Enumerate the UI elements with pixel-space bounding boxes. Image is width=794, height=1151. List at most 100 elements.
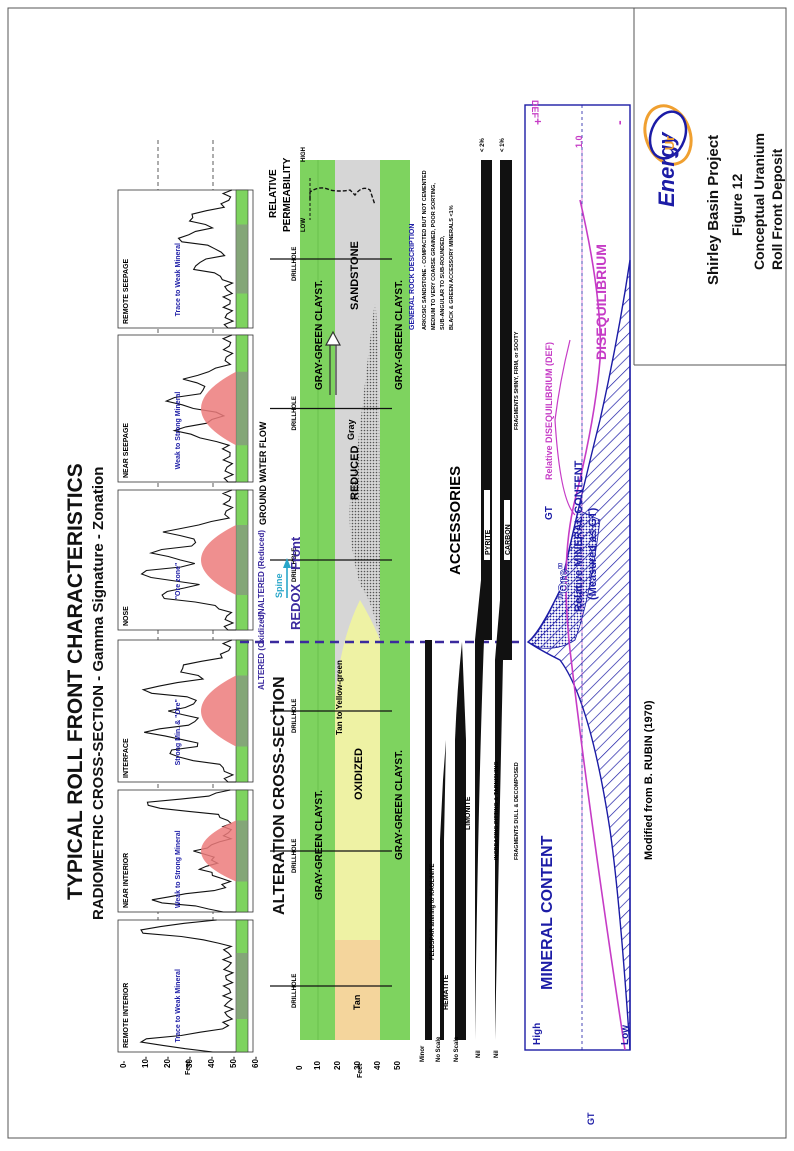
gray-label: Gray xyxy=(346,419,356,440)
alteration-section: GRAY-GREEN CLAYST. GRAY-GREEN CLAYST. GR… xyxy=(258,160,410,1078)
front-label: Front xyxy=(288,536,303,570)
gamma-panel-sand-strip-4 xyxy=(236,371,248,446)
section-tick-30: 30 xyxy=(353,1061,362,1070)
section-depth-unit: Feet xyxy=(357,1063,364,1078)
permeability-title1: RELATIVE xyxy=(268,169,279,218)
tan-label: Tan xyxy=(352,995,362,1010)
depth-tick-60: 60- xyxy=(251,1056,260,1068)
section-tick-50: 50 xyxy=(393,1061,402,1070)
oxidized-label: OXIDIZED xyxy=(353,748,365,800)
alteration-title: ALTERATION CROSS-SECTION xyxy=(271,676,288,915)
sandstone-label: SANDSTONE xyxy=(349,241,361,310)
plus-label: + xyxy=(531,118,545,125)
zone-name-2: INTERFACE xyxy=(123,738,130,778)
gamma-panel-sand-strip-5 xyxy=(236,224,248,294)
accessories-section: ACCESSORIES PYRITE CARBON FELDSPAR alter… xyxy=(420,137,520,1062)
zone-label-5: Trace to Weak Mineral xyxy=(175,243,182,316)
drillhole-label-3: DRILLHOLE xyxy=(292,548,298,582)
def-axis-label: DEF xyxy=(530,100,540,119)
gamma-panel-sand-strip-1 xyxy=(236,820,248,882)
zone-name-3: NOSE xyxy=(123,606,130,626)
rock-desc-line1: ARKOSIC SANDSTONE - COMPACTED BUT NOT CE… xyxy=(422,170,428,330)
high-label: High xyxy=(532,1023,543,1045)
drillhole-label-5: DRILLHOLE xyxy=(292,247,298,281)
pyrite-label: PYRITE xyxy=(485,529,492,555)
gamma-curve-5 xyxy=(177,189,236,329)
gamma-panel-frame-5 xyxy=(117,189,254,329)
main-title: TYPICAL ROLL FRONT CHARACTERISTICS xyxy=(64,463,87,900)
zone-label-3: "Ore zone" xyxy=(175,563,182,600)
pyrite-bar xyxy=(475,160,492,1040)
altered-label: ALTERED (Oxidized) xyxy=(257,612,266,690)
gamma-ore-fill-3 xyxy=(201,525,236,595)
limonite-wedge xyxy=(455,642,466,1040)
radiometric-title: RADIOMETRIC CROSS-SECTION - Gamma Signat… xyxy=(90,467,107,920)
permeability-high: HIGH xyxy=(301,147,307,162)
depth-tick-50: 50- xyxy=(229,1056,238,1068)
groundwater-label: GROUND WATER FLOW xyxy=(258,421,268,525)
drillhole-label-1: DRILLHOLE xyxy=(292,839,298,873)
permeability-title2: PERMEABILITY xyxy=(282,157,293,232)
feldspar-bar xyxy=(425,640,432,1040)
groundwater-arrow-head xyxy=(324,330,342,346)
drillhole-label-0: DRILLHOLE xyxy=(292,974,298,1008)
spine-label: Spine xyxy=(274,573,284,598)
gamma-curve-1 xyxy=(146,789,236,913)
permeability-panel: RELATIVE PERMEABILITY HIGH LOW xyxy=(268,147,376,232)
figure-desc-line1: Conceptual Uranium xyxy=(751,133,767,270)
depth-tick-10: 10- xyxy=(141,1056,150,1068)
measured-gt-label: (Measured as GT) xyxy=(587,507,599,600)
mineral-content-label: MINERAL CONTENT xyxy=(539,835,556,990)
project-info: Energy Ur Shirley Basin Project Figure 1… xyxy=(643,104,785,285)
zone-name-5: REMOTE SEEPAGE xyxy=(123,258,130,324)
carbon-label: CARBON xyxy=(505,524,512,555)
carbon-bar xyxy=(495,160,512,1040)
row-left-carbon: Nil xyxy=(494,1050,500,1058)
diseq-callout-line xyxy=(554,339,576,516)
logo-ring xyxy=(648,110,688,160)
row-left-hematite: No Scale xyxy=(436,1036,442,1062)
pyrite-label-bg xyxy=(484,490,490,560)
disequilibrium-curve xyxy=(565,199,626,1051)
gamma-curve-0 xyxy=(139,919,236,1053)
gt-curve-label: GT xyxy=(544,506,555,520)
minus-label: - xyxy=(611,120,627,125)
section-tick-10: 10 xyxy=(313,1061,322,1070)
zone-label-0: Trace to Weak Mineral xyxy=(175,969,182,1042)
section-tick-0: 0 xyxy=(295,1065,304,1070)
drillholes: DRILLHOLE DRILLHOLE DRILLHOLE DRILLHOLE DRIL… xyxy=(270,247,392,1008)
gamma-panel-sand-strip-3 xyxy=(236,525,248,595)
zone-name-1: NEAR INTERIOR xyxy=(123,853,130,908)
reduced-label: REDUCED xyxy=(349,446,361,500)
row-left-pyrite: Nil xyxy=(476,1050,482,1058)
permeability-low: LOW xyxy=(301,218,307,232)
gamma-ore-fill-4 xyxy=(201,371,236,446)
drillhole-label-2: DRILLHOLE xyxy=(292,699,298,733)
gamma-panel-frame-0 xyxy=(117,919,254,1053)
low-label: Low xyxy=(620,1025,631,1045)
oxidized-tan xyxy=(335,940,380,1040)
depth-unit: Feet xyxy=(185,1060,192,1075)
rock-desc-line3: SUB-ANGULAR TO SUB-ROUNDED, xyxy=(440,235,446,330)
depth-tick-40: 40- xyxy=(207,1056,216,1068)
rock-desc-line2: MEDIUM TO VERY COARSE GRAINED, POOR SORT… xyxy=(431,183,437,330)
limonite-label: LIMONITE xyxy=(465,796,472,830)
rock-desc-line4: BLACK & GREEN ACCESSORY MINERALS <1% xyxy=(449,205,455,330)
accessories-title: ACCESSORIES xyxy=(447,466,464,575)
redox-label: REDOX xyxy=(288,583,303,630)
gamma-ore-fill-1 xyxy=(201,820,236,882)
figure-number: Figure 12 xyxy=(729,174,745,236)
tan-yellow-label: Tan to Yellow-green xyxy=(335,660,344,735)
section-tick-40: 40 xyxy=(373,1061,382,1070)
depth-tick-0: 0- xyxy=(119,1061,128,1068)
unaltered-label: UNALTERED (Reduced) xyxy=(257,530,266,620)
depth-tick-30: 30- xyxy=(185,1056,194,1068)
row-left-minor: Minor xyxy=(420,1045,426,1062)
fragments-shiny-note: FRAGMENTS SHINY, FIRM, or SOOTY xyxy=(514,331,520,430)
clay-upper-left-label: GRAY-GREEN CLAYST. xyxy=(314,790,325,900)
rock-description: GENERAL ROCK DESCRIPTION ARKOSIC SANDSTO… xyxy=(409,170,455,330)
row-left-limonite: No Scale xyxy=(454,1036,460,1062)
depth-tick-20: 20- xyxy=(163,1056,172,1068)
